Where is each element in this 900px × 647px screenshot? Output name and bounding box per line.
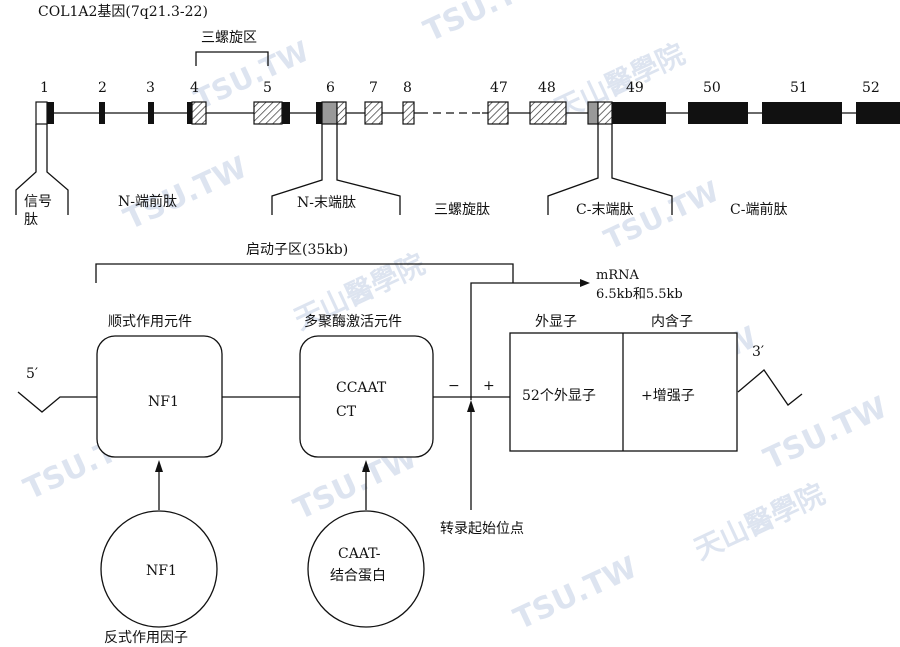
exon-block — [364, 101, 383, 125]
exon-block — [402, 101, 415, 125]
minus-sign: − — [448, 378, 460, 394]
mrna-size-label: 6.5kb和5.5kb — [596, 287, 683, 302]
nf1-factor-circle — [100, 510, 218, 628]
exon-number: 6 — [326, 80, 335, 96]
exon-block — [856, 102, 900, 124]
intron-cell: +增强子 — [641, 388, 695, 404]
caat-factor-text-1: CAAT- — [338, 546, 381, 562]
nf1-arrowhead — [155, 460, 163, 472]
helix-region-label: 三螺旋区 — [201, 30, 257, 46]
n-telo-bracket-right — [336, 124, 401, 215]
exon-header: 外显子 — [535, 314, 577, 330]
c-telo-bracket-right — [611, 124, 673, 215]
exon-block — [35, 101, 48, 125]
ccaat-text: CCAAT — [336, 380, 387, 396]
exon-block — [688, 102, 748, 124]
signal-bracket-right — [46, 124, 69, 215]
dna-5prime-end — [17, 391, 97, 413]
exon-cell: 52个外显子 — [522, 388, 596, 404]
triple-helix-label: 三螺旋肽 — [434, 202, 490, 218]
exon-number: 1 — [40, 80, 49, 96]
intron-header: 内含子 — [651, 314, 693, 330]
exon-block — [99, 102, 105, 124]
exon-number: 52 — [862, 80, 880, 96]
caat-factor-circle — [307, 510, 425, 628]
c-telopeptide-label: C-末端肽 — [576, 202, 633, 218]
c-propeptide-label: C-端前肽 — [730, 201, 787, 218]
cis-element-label: 顺式作用元件 — [108, 314, 192, 330]
five-prime-label: 5′ — [26, 366, 38, 382]
exon-block — [253, 101, 283, 125]
exon-block — [587, 101, 599, 125]
n-telopeptide-label: N-末端肽 — [297, 195, 356, 211]
exon-block — [187, 102, 192, 124]
exon-number: 2 — [98, 80, 107, 96]
exon-number: 7 — [369, 80, 378, 96]
exon-block — [762, 102, 842, 124]
caat-factor-text-2: 结合蛋白 — [330, 568, 386, 584]
domain-brackets — [15, 124, 673, 215]
exon-block — [316, 102, 322, 124]
caat-arrowhead — [362, 460, 370, 472]
promoter-region-bracket — [95, 263, 514, 283]
cis-element-text: NF1 — [148, 394, 179, 410]
exon-block — [529, 101, 567, 125]
exon-block — [612, 102, 666, 124]
exon-number: 47 — [490, 80, 508, 96]
mrna-label: mRNA — [596, 268, 639, 283]
gene-title: COL1A2基因(7q21.3-22) — [38, 3, 208, 20]
tss-arrowhead — [467, 400, 475, 412]
signal-bracket-left — [15, 124, 37, 215]
exon-block — [47, 102, 54, 124]
exon-number: 48 — [538, 80, 556, 96]
helix-region-bracket — [195, 51, 269, 66]
exon-number: 50 — [703, 80, 721, 96]
exon-number: 3 — [146, 80, 155, 96]
promoter-region-label: 启动子区(35kb) — [246, 242, 348, 258]
polymerase-element-box — [299, 335, 434, 458]
exon-number: 5 — [263, 80, 272, 96]
n-propeptide-label: N-端前肽 — [118, 193, 177, 210]
exon-number: 4 — [190, 80, 199, 96]
tss-label: 转录起始位点 — [440, 521, 524, 537]
trans-factor-label: 反式作用因子 — [104, 630, 188, 646]
watermark-chinese: 天山醫學院 — [689, 477, 830, 566]
watermark-latin: TSU.TW — [509, 550, 643, 637]
mrna-arrow — [470, 282, 582, 400]
exon-blocks — [35, 101, 900, 125]
mrna-arrowhead — [580, 279, 590, 287]
nf1-factor-text: NF1 — [146, 563, 177, 579]
exon-block — [191, 101, 207, 125]
cis-element-box — [96, 335, 223, 458]
exon-block — [336, 101, 347, 125]
exon-numbers: 1 2 3 4 5 6 7 8 47 48 49 50 51 52 — [40, 80, 880, 96]
polymerase-element-label: 多聚酶激活元件 — [304, 313, 402, 330]
signal-peptide-label: 信号肽 — [24, 194, 52, 228]
plus-sign: + — [483, 378, 495, 394]
exon-number: 51 — [790, 80, 808, 96]
exon-number: 49 — [626, 80, 644, 96]
exon-block — [321, 101, 338, 125]
watermark-latin: TSU.TW — [419, 0, 553, 49]
exon-number: 8 — [403, 80, 412, 96]
watermark-latin: TSU.TW — [759, 390, 893, 477]
c-telo-bracket-left — [547, 124, 599, 215]
three-prime-label: 3′ — [752, 344, 764, 360]
dna-3prime-end — [737, 369, 803, 406]
n-telo-bracket-left — [271, 124, 323, 215]
watermark-latin: TSU.TW — [189, 35, 314, 117]
exon-block — [148, 102, 154, 124]
ct-text: CT — [336, 404, 357, 420]
exon-block — [282, 102, 290, 124]
exon-block — [597, 101, 613, 125]
exon-block — [487, 101, 509, 125]
